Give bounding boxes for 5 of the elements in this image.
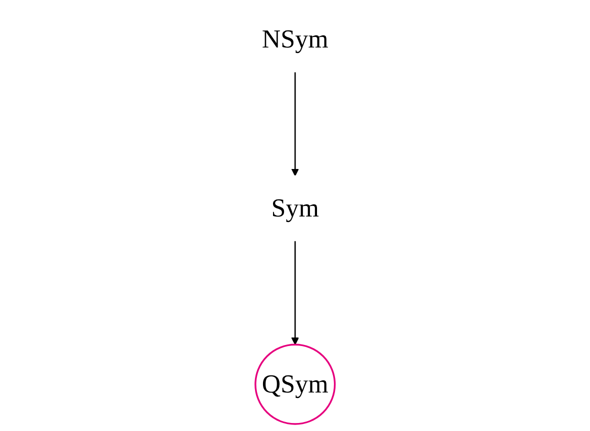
node-text: NSym: [262, 25, 328, 54]
node-circle: QSym: [254, 344, 336, 425]
node-text: Sym: [271, 194, 319, 223]
arrow: [291, 240, 299, 345]
arrow: [291, 72, 299, 176]
